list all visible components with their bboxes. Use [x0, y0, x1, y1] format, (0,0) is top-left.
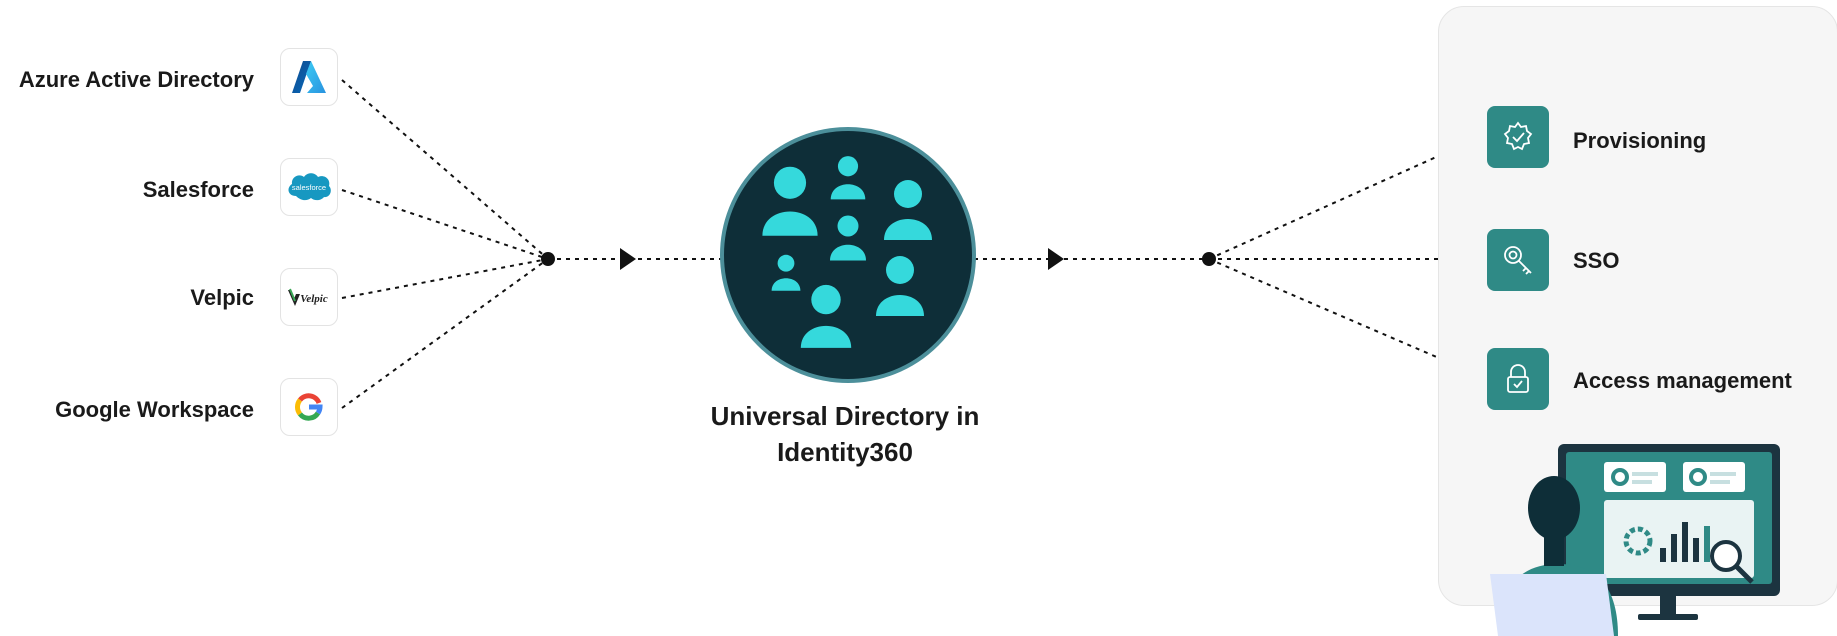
key-icon — [1487, 229, 1549, 291]
junction-right-dot — [1202, 252, 1216, 266]
directory-caption-line1: Universal Directory in — [710, 401, 980, 431]
lock-icon — [1487, 348, 1549, 410]
connector-velpic — [341, 258, 549, 299]
output-label-access-management: Access management — [1573, 368, 1792, 393]
salesforce-logo-icon: salesforce — [280, 158, 338, 216]
velpic-logo-text: Velpic — [300, 293, 328, 305]
gear-check-icon — [1487, 106, 1549, 168]
arrow-right-icon — [1048, 248, 1064, 270]
admin-at-dashboard-illustration — [1490, 444, 1780, 636]
source-label-azure: Azure Active Directory — [18, 67, 254, 92]
output-label-sso: SSO — [1573, 248, 1620, 273]
salesforce-logo-text: salesforce — [292, 183, 326, 192]
directory-caption-line2: Identity360 — [777, 437, 913, 467]
output-label-provisioning: Provisioning — [1573, 128, 1707, 153]
connector-salesforce — [341, 189, 549, 260]
azure-ad-logo-icon — [280, 48, 338, 106]
arrow-right-icon — [620, 248, 636, 270]
google-logo-icon — [280, 378, 338, 436]
source-label-salesforce: Salesforce — [142, 177, 254, 202]
directory-caption: Universal Directory in Identity360 — [660, 398, 1030, 470]
connector-google — [341, 258, 549, 409]
source-label-velpic: Velpic — [190, 285, 254, 310]
velpic-logo-icon: Velpic — [280, 268, 338, 326]
connector-azure — [341, 79, 549, 260]
junction-left-dot — [541, 252, 555, 266]
users-group-icon — [720, 127, 976, 383]
source-label-google: Google Workspace — [55, 397, 254, 422]
